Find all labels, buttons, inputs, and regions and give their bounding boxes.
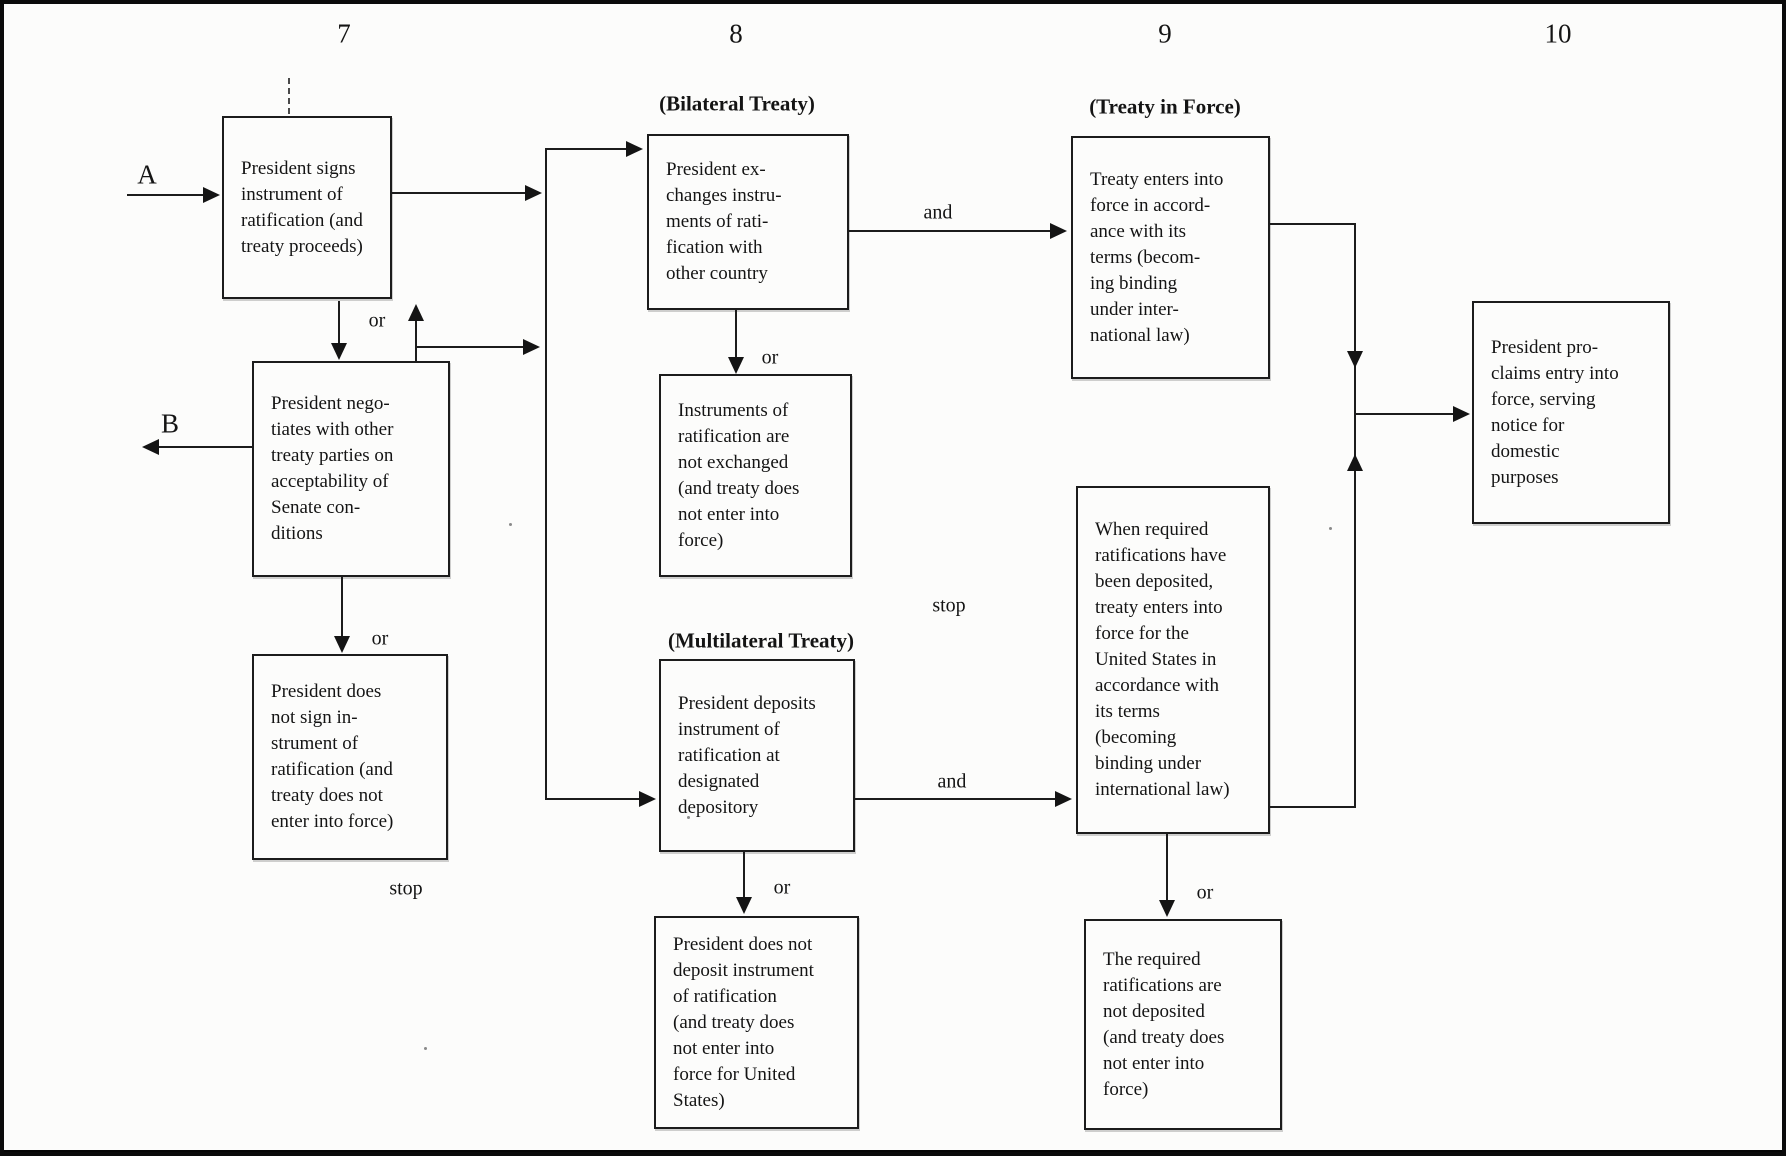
flow-line-junction-to-proclaims: [1354, 413, 1454, 415]
frame-bottom-border: [4, 1150, 1782, 1152]
arrowhead-right-icon: [1050, 223, 1067, 239]
arrowhead-right-icon: [639, 791, 656, 807]
box-president-exchanges: President ex- changes instru- ments of r…: [647, 134, 849, 310]
arrowhead-down-icon: [736, 897, 752, 914]
scan-speck: [509, 523, 512, 526]
flow-line-required-to-corner: [1270, 806, 1356, 808]
box-instruments-not-exchanged: Instruments of ratification are not exch…: [659, 374, 852, 577]
scan-speck: [424, 1047, 427, 1050]
arrowhead-right-icon: [525, 185, 542, 201]
flow-line-exchanges-down: [735, 310, 737, 360]
scan-speck: [687, 816, 690, 819]
flow-line-signs-down: [338, 301, 340, 345]
box-instruments-not-exchanged-text: Instruments of ratification are not exch…: [678, 399, 800, 551]
flow-line-a-entry: [127, 194, 207, 196]
flow-line-trunk-to-multilateral: [545, 798, 641, 800]
edge-label-stop: stop: [932, 594, 966, 617]
box-ratifications-not-deposited-text: The required ratifications are not depos…: [1103, 948, 1225, 1100]
flow-line-deposits-to-required: [855, 798, 1057, 800]
arrowhead-right-icon: [523, 339, 540, 355]
flow-line-signs-to-trunk: [392, 192, 527, 194]
flow-line-negotiates-to-trunk: [416, 346, 526, 348]
edge-label-stop: stop: [389, 877, 423, 900]
edge-label-or: or: [761, 346, 779, 369]
arrowhead-down-icon: [1159, 900, 1175, 917]
edge-label-or: or: [371, 627, 389, 650]
scan-speck: [1329, 527, 1332, 530]
flow-line-corner-up: [1354, 414, 1356, 808]
arrowhead-right-icon: [203, 187, 220, 203]
column-header-8: 8: [729, 18, 743, 49]
section-title-multilateral-treaty: (Multilateral Treaty): [667, 628, 855, 653]
box-president-negotiates-text: President nego- tiates with other treaty…: [271, 393, 394, 544]
flow-line-exchanges-to-force: [849, 230, 1052, 232]
edge-label-and: and: [937, 770, 967, 793]
edge-label-and: and: [923, 201, 953, 224]
arrowhead-down-icon: [331, 343, 347, 360]
box-president-does-not-sign: President does not sign in- strument of …: [252, 654, 448, 860]
box-treaty-enters-force: Treaty enters into force in accord- ance…: [1071, 136, 1270, 379]
flow-line-negotiates-up: [415, 310, 417, 363]
box-president-signs-text: President signs instrument of ratificati…: [241, 157, 363, 257]
box-president-does-not-sign-text: President does not sign in- strument of …: [271, 681, 394, 832]
box-treaty-enters-force-text: Treaty enters into force in accord- ance…: [1090, 168, 1224, 346]
arrowhead-down-icon: [334, 636, 350, 653]
flow-line-required-down: [1166, 834, 1168, 902]
flow-line-negotiates-down: [341, 577, 343, 639]
edge-label-or: or: [773, 876, 791, 899]
box-when-required-ratifications: When required ratifications have been de…: [1076, 486, 1270, 834]
flow-line-corner-down: [1354, 223, 1356, 414]
arrowhead-up-icon: [1347, 454, 1363, 471]
flow-line-trunk: [545, 149, 547, 800]
box-president-proclaims-text: President pro- claims entry into force, …: [1491, 336, 1619, 488]
arrowhead-down-icon: [1347, 351, 1363, 368]
arrowhead-right-icon: [1055, 791, 1072, 807]
column-header-10: 10: [1544, 18, 1572, 49]
edge-label-or: or: [1196, 881, 1214, 904]
column-header-9: 9: [1158, 18, 1172, 49]
section-title-treaty-in-force: (Treaty in Force): [1089, 94, 1241, 119]
section-title-bilateral-treaty: (Bilateral Treaty): [659, 91, 815, 116]
box-when-required-ratifications-text: When required ratifications have been de…: [1095, 519, 1230, 800]
flow-line-trunk-to-bilateral: [545, 148, 628, 150]
box-president-proclaims: President pro- claims entry into force, …: [1472, 301, 1670, 524]
flow-line-b-exit: [156, 446, 252, 448]
arrowhead-right-icon: [626, 141, 643, 157]
column-header-7: 7: [337, 18, 351, 49]
arrowhead-right-icon: [1453, 406, 1470, 422]
flow-line-deposits-down: [743, 852, 745, 900]
box-president-deposits-text: President deposits instrument of ratific…: [678, 692, 816, 818]
box-president-does-not-deposit: President does not deposit instrument of…: [654, 916, 859, 1129]
dashed-connector-stub: [288, 78, 290, 114]
arrowhead-left-icon: [142, 439, 159, 455]
box-president-does-not-deposit-text: President does not deposit instrument of…: [673, 933, 814, 1111]
box-president-deposits: President deposits instrument of ratific…: [659, 659, 855, 852]
box-president-signs: President signs instrument of ratificati…: [222, 116, 392, 299]
entry-label-a: A: [137, 159, 157, 190]
arrowhead-up-icon: [408, 304, 424, 321]
edge-label-or: or: [368, 309, 386, 332]
flow-line-force-to-corner: [1270, 223, 1356, 225]
entry-label-b: B: [160, 408, 180, 439]
box-president-exchanges-text: President ex- changes instru- ments of r…: [666, 159, 782, 284]
box-president-negotiates: President nego- tiates with other treaty…: [252, 361, 450, 577]
box-ratifications-not-deposited: The required ratifications are not depos…: [1084, 919, 1282, 1130]
arrowhead-down-icon: [728, 357, 744, 374]
